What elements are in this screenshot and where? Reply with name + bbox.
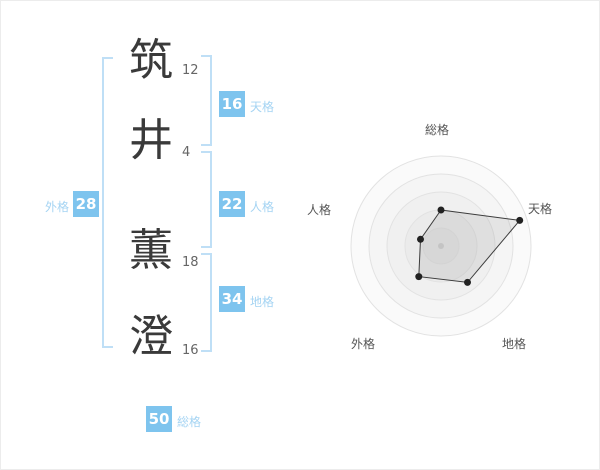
radar-data-point [415,273,423,281]
radar-data-point [464,278,471,286]
name-char-4: 澄 [129,311,173,362]
name-char-3: 薫 [129,225,173,276]
soukaku-value-badge: 50 [146,406,172,432]
radar-axis-chikaku: 地格 [502,337,527,351]
radar-axis-soukaku: 総格 [425,123,450,137]
chikaku-bracket [201,253,212,352]
radar-axis-gaikaku: 外格 [351,337,376,351]
radar-chart [350,155,532,337]
radar-center-dot [438,243,444,249]
radar-axis-jinkaku: 人格 [307,203,332,217]
radar-ring [350,155,532,337]
jinkaku-value-badge: 22 [219,191,245,217]
chikaku-value-badge: 34 [219,286,245,312]
radar-data-point [437,206,445,214]
radar-ring [386,191,496,301]
tenkaku-bracket [201,55,212,146]
jinkaku-label: 人格 [250,200,275,214]
stroke-count-3: 18 [182,255,199,270]
stroke-count-1: 12 [182,63,199,78]
radar-data-point [516,216,524,224]
radar-ring [368,173,514,319]
radar-data-point [417,235,424,243]
radar-axis-tenkaku: 天格 [528,202,553,216]
tenkaku-label: 天格 [250,100,275,114]
gaikaku-label: 外格 [45,200,70,214]
soukaku-label: 総格 [177,415,202,429]
name-char-1: 筑 [129,35,173,86]
gaikaku-bracket [102,57,113,348]
gaikaku-value-badge: 28 [73,191,99,217]
stroke-count-2: 4 [182,145,191,160]
radar-polygon [418,209,521,283]
name-char-2: 井 [129,115,173,166]
chikaku-label: 地格 [250,295,275,309]
jinkaku-bracket [201,151,212,248]
tenkaku-value-badge: 16 [219,91,245,117]
radar-ring [422,227,460,265]
stroke-count-4: 16 [182,343,199,358]
